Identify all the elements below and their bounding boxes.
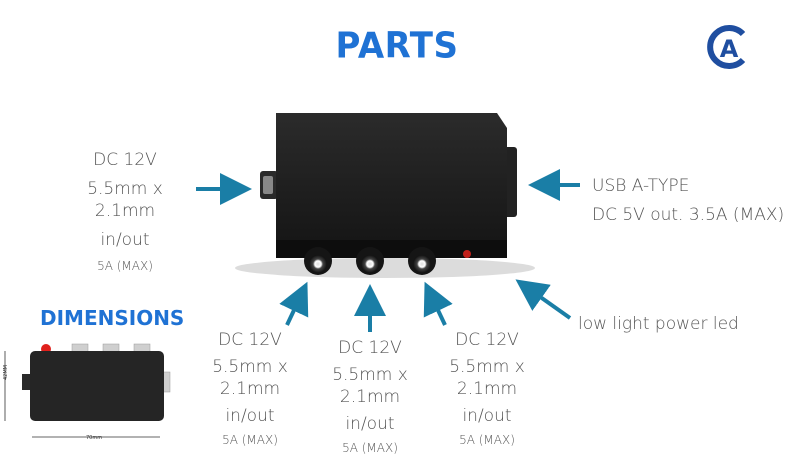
label-led: low light power led — [578, 314, 739, 335]
led-line: low light power led — [578, 314, 739, 334]
dc-left-line4: 5A (MAX) — [97, 259, 153, 273]
label-dc-left: DC 12V 5.5mm x 2.1mm in/out 5A (MAX) — [60, 150, 190, 274]
dimensions-drawing — [4, 343, 171, 438]
arrow-dc-3 — [423, 281, 453, 326]
dc1-line2: 5.5mm x 2.1mm — [212, 357, 288, 399]
dc-left-line1: DC 12V — [93, 150, 157, 170]
power-led — [463, 250, 471, 258]
dimension-height-label: 42MM — [3, 365, 9, 380]
logo-icon: A — [707, 25, 746, 69]
dc3-line1: DC 12V — [455, 330, 519, 350]
front-dc-jack-3 — [408, 247, 436, 275]
arrows-layer — [196, 169, 580, 332]
dc3-line2: 5.5mm x 2.1mm — [449, 357, 525, 399]
dimensions-title: DIMENSIONS — [40, 306, 185, 330]
dc2-line4: 5A (MAX) — [342, 441, 398, 455]
label-dc-bottom-3: DC 12V 5.5mm x 2.1mm in/out 5A (MAX) — [422, 330, 552, 448]
front-dc-jack-1 — [304, 247, 332, 275]
dc2-line3: in/out — [345, 413, 395, 434]
dc2-line2: 5.5mm x 2.1mm — [332, 365, 408, 407]
label-usb: USB A-TYPE DC 5V out. 3.5A (MAX) — [592, 176, 784, 227]
front-dc-jack-2 — [356, 247, 384, 275]
usb-line1: USB A-TYPE — [592, 176, 690, 196]
dc1-line4: 5A (MAX) — [222, 433, 278, 447]
label-dc-bottom-1: DC 12V 5.5mm x 2.1mm in/out 5A (MAX) — [185, 330, 315, 448]
dc3-line3: in/out — [462, 405, 512, 426]
usb-line2: DC 5V out. 3.5A (MAX) — [592, 205, 785, 226]
dc1-line3: in/out — [225, 405, 275, 426]
dc-left-line2: 5.5mm x 2.1mm — [87, 179, 163, 221]
dc1-line1: DC 12V — [218, 330, 282, 350]
product-illustration — [235, 113, 535, 278]
logo-letter: A — [720, 35, 739, 63]
arrow-led — [515, 279, 572, 320]
dc3-line4: 5A (MAX) — [459, 433, 515, 447]
dc2-line1: DC 12V — [338, 338, 402, 358]
enclosure-box — [276, 113, 507, 258]
page-title: PARTS — [335, 25, 459, 67]
dc-left-line3: in/out — [100, 229, 150, 250]
dimension-width-label: 70mm — [86, 435, 103, 441]
arrow-dc-1 — [279, 281, 309, 326]
label-dc-bottom-2: DC 12V 5.5mm x 2.1mm in/out 5A (MAX) — [305, 338, 435, 456]
